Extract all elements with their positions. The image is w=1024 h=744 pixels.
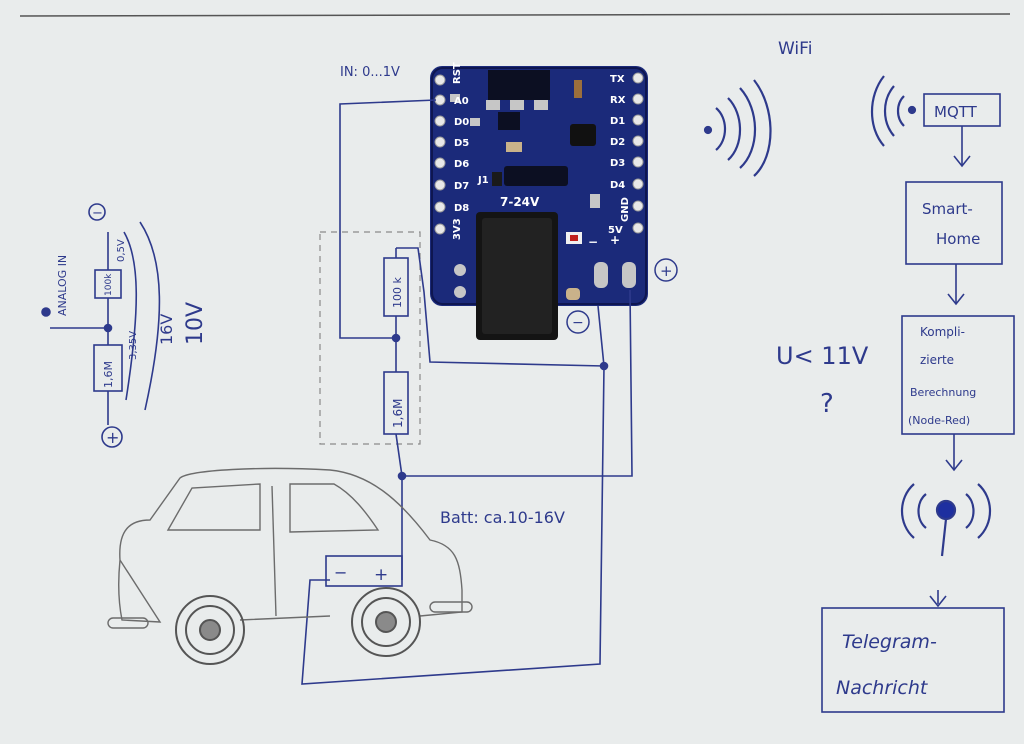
label-resistor-100k-small: 100k	[104, 273, 114, 296]
battery-voltage-label: Batt: ca.10-16V	[440, 508, 565, 527]
wifi-waves-icon	[703, 79, 772, 177]
minus-terminal-label: −	[572, 315, 584, 331]
divider-enclosure	[319, 231, 421, 445]
pin-left-5: D7	[454, 181, 469, 192]
small-plus-terminal	[101, 426, 123, 448]
calc-line3: Berechnung	[910, 386, 976, 399]
label-10v: 10V	[183, 302, 208, 345]
pin-right-3: D2	[610, 137, 625, 148]
telegram-line1: Telegram-	[842, 631, 937, 653]
label-0-5v: 0,5V	[116, 239, 127, 262]
car-window-rear	[289, 483, 380, 533]
d1-mini-board	[430, 66, 648, 340]
telegram-box	[821, 607, 1005, 713]
wifi-label: WiFi	[778, 39, 812, 59]
smart-home-box	[905, 181, 1003, 265]
pin-left-7: 3V3	[452, 218, 463, 240]
condition-label: U< 11V	[776, 342, 869, 370]
small-minus-terminal	[88, 203, 106, 221]
calc-line1: Kompli-	[920, 325, 965, 339]
pin-right-6: GND	[620, 197, 631, 222]
calc-line2: zierte	[920, 353, 954, 367]
label-analog-in: ANALOG IN	[56, 255, 69, 316]
battery-minus: −	[334, 563, 347, 582]
car-window-front	[166, 483, 261, 531]
car-sketch	[107, 467, 473, 629]
board-plus-mark: +	[610, 233, 620, 247]
label-16v: 16V	[157, 314, 176, 345]
pin-left-2: D0	[454, 117, 469, 128]
divider-label-100k: 100 k	[391, 277, 404, 308]
pin-left-6: D8	[454, 203, 469, 214]
pin-right-5: D4	[610, 180, 625, 191]
label-3-35v: 3,35V	[128, 331, 139, 360]
pin-right-4: D3	[610, 158, 625, 169]
input-range-note: IN: 0...1V	[340, 65, 400, 80]
pin-right-2: D1	[610, 116, 625, 127]
inductor	[570, 124, 596, 146]
plus-terminal-label: +	[660, 262, 673, 280]
smart-home-line1: Smart-	[922, 200, 973, 218]
mqtt-label: MQTT	[934, 103, 978, 121]
jumper-j1	[504, 166, 568, 186]
battery-box	[325, 555, 403, 587]
calc-line4: (Node-Red)	[908, 414, 970, 427]
calculation-box	[901, 315, 1015, 435]
label-resistor-1m6-small: 1,6M	[102, 361, 115, 388]
battery-plus: +	[374, 565, 388, 585]
smart-home-line2: Home	[936, 230, 980, 248]
board-minus-mark: −	[588, 235, 598, 249]
question-mark: ?	[820, 389, 834, 419]
label-minus-small: −	[92, 206, 103, 221]
analog-in-terminal	[41, 307, 51, 317]
board-voltage-label: 7-24V	[500, 195, 540, 209]
minus-terminal-circle	[566, 310, 590, 334]
mqtt-waves-icon	[870, 75, 917, 147]
flow-chart	[821, 93, 1015, 713]
paper-top-line	[19, 13, 1011, 17]
pin-left-1: A0	[454, 96, 469, 107]
pin-right-1: RX	[610, 95, 626, 106]
pin-right-0: TX	[610, 74, 625, 85]
regulator-chip	[488, 70, 550, 100]
pin-left-0: RST	[452, 62, 463, 84]
wiring	[301, 99, 633, 685]
board-j1-label: J1	[477, 175, 489, 186]
broadcast-antenna-icon	[901, 483, 991, 557]
pin-right-7: 5V	[608, 225, 623, 236]
telegram-line2: Nachricht	[836, 677, 929, 699]
plus-terminal-circle	[654, 258, 678, 282]
pin-left-4: D6	[454, 159, 469, 170]
pin-left-3: D5	[454, 138, 469, 149]
left-schematic	[41, 203, 161, 448]
label-plus-small: +	[106, 428, 119, 447]
car-wheels	[175, 587, 421, 665]
divider-label-1m6: 1,6M	[391, 399, 405, 428]
